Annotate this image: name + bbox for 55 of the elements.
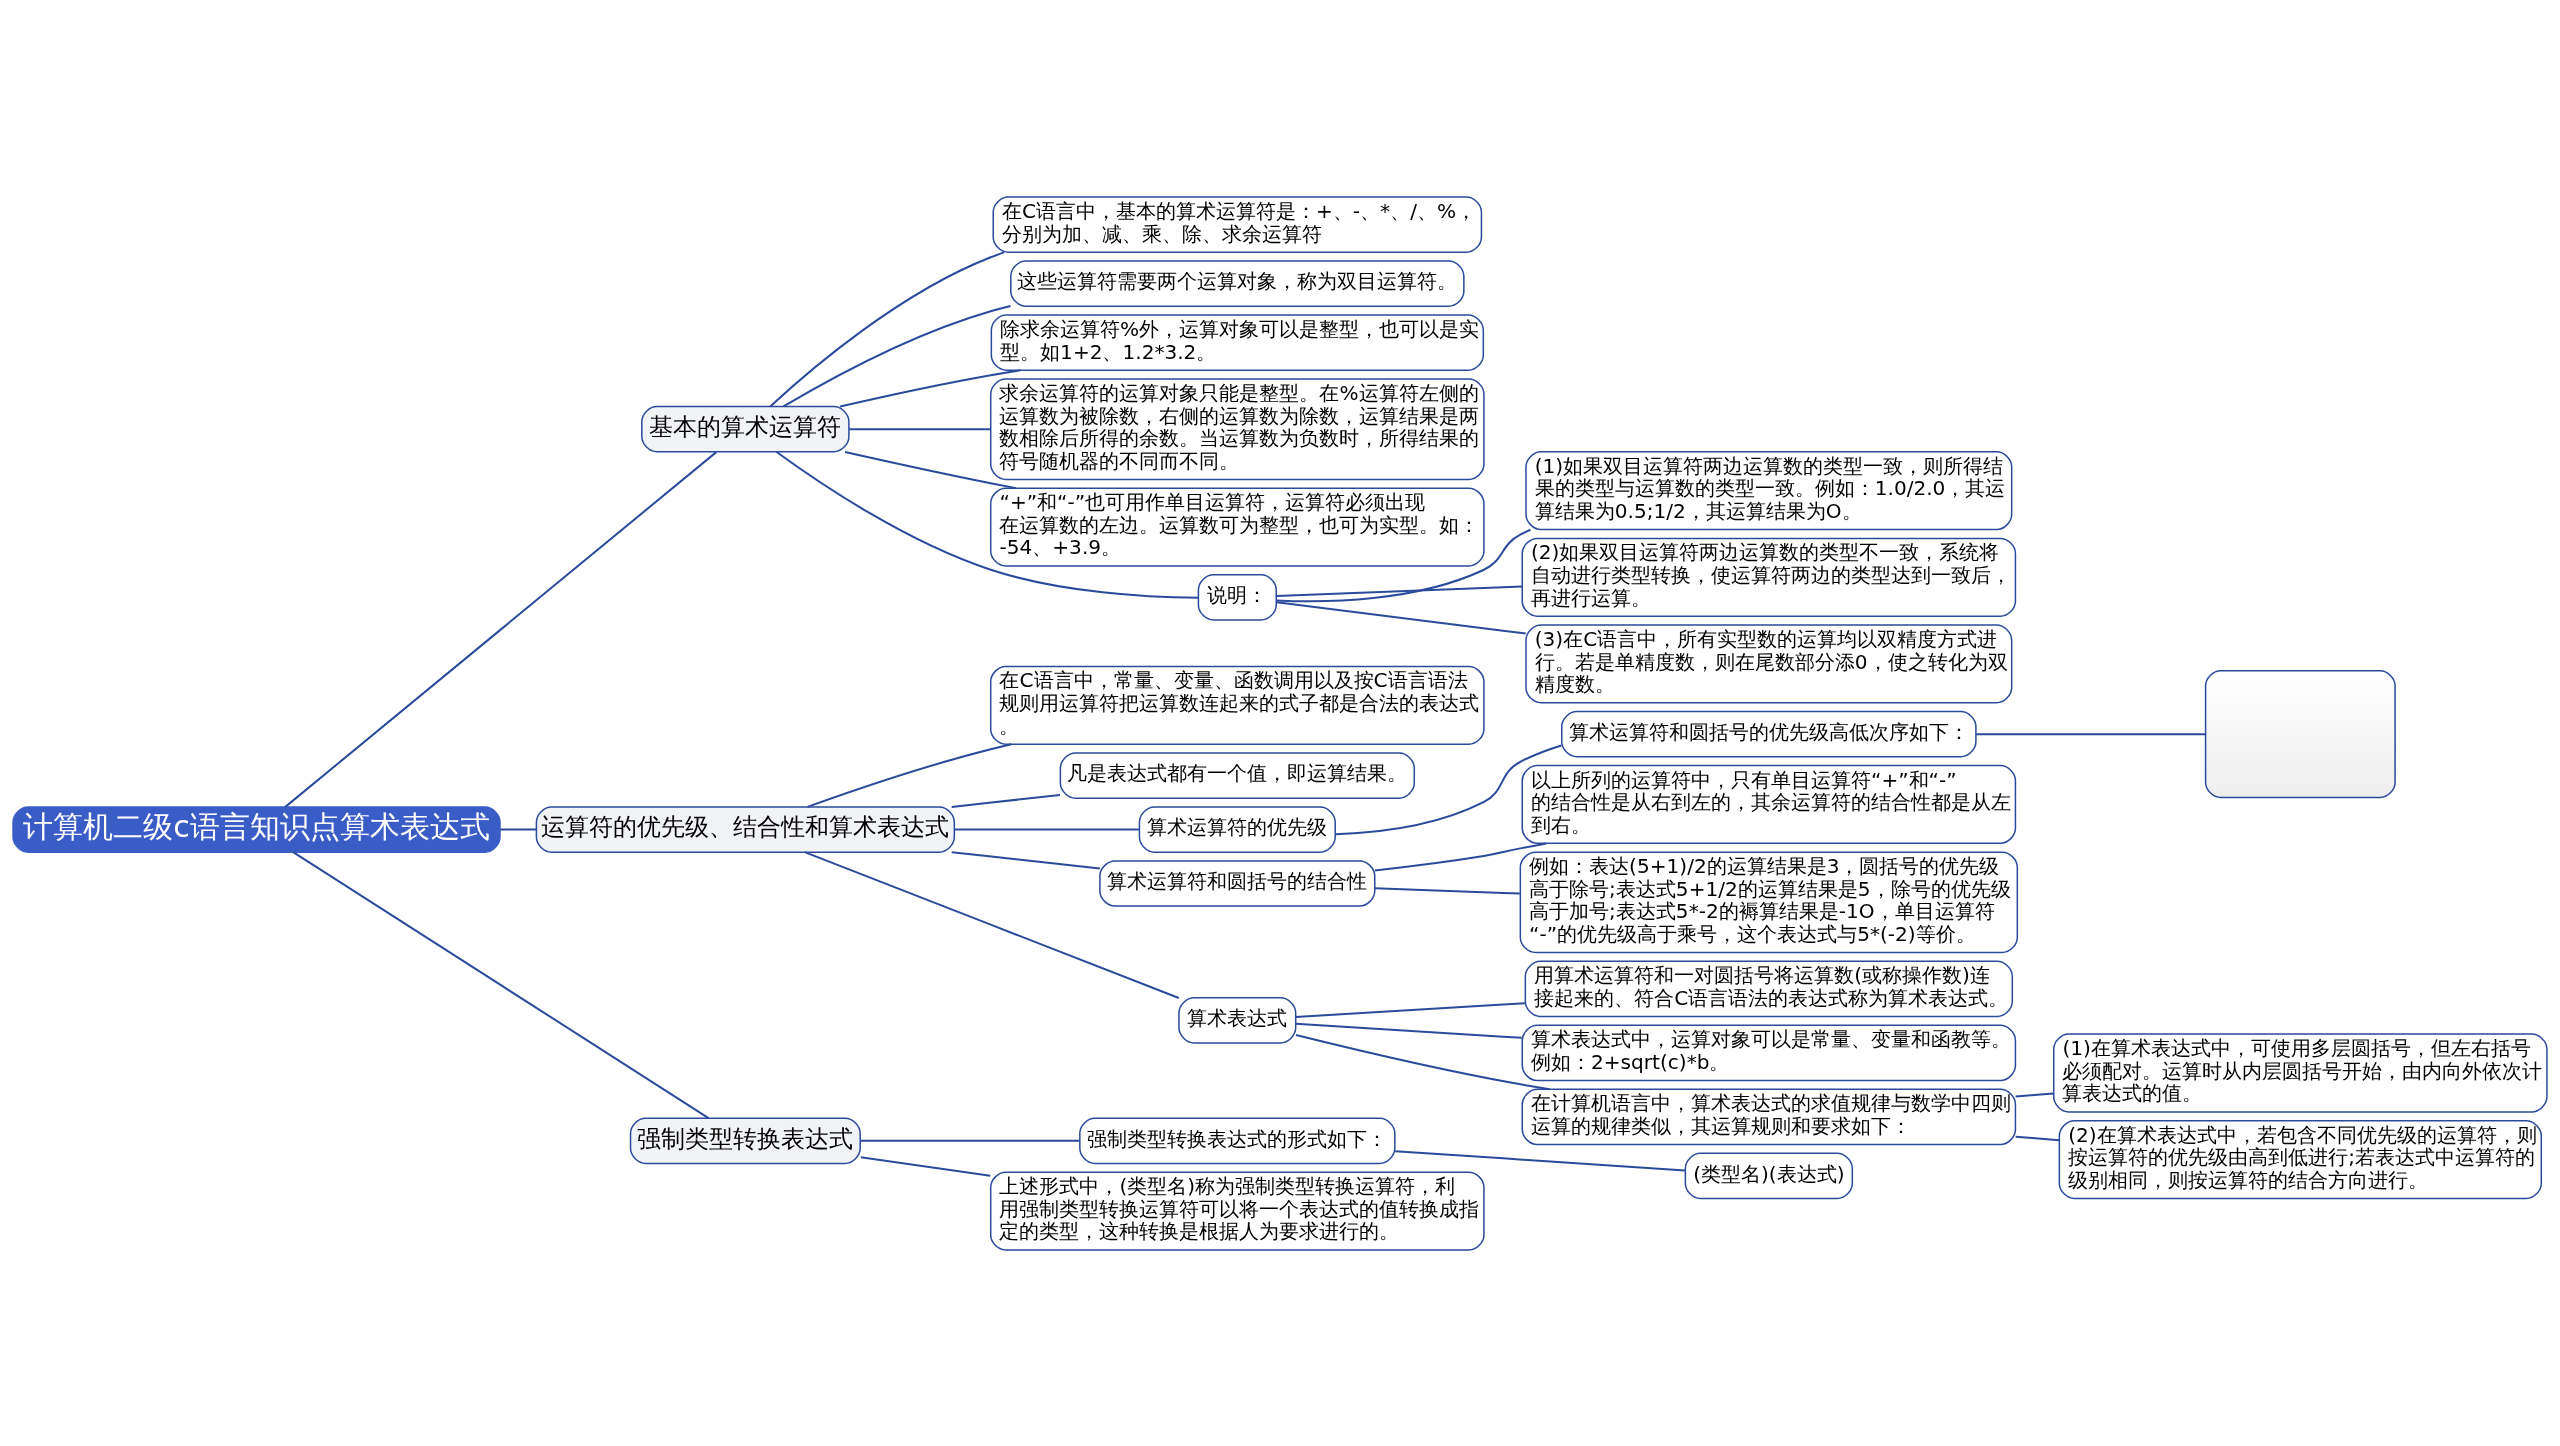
node-box: 算术表达式中，运算对象可以是常量、变量和函教等。例如：2+sqrt(c)*b。: [1521, 1024, 2017, 1081]
node-box: 强制类型转换表达式的形式如下：: [1079, 1116, 1396, 1164]
node-box: (1)如果双目运算符两边运算数的类型一致，则所得结果的类型与运算数的类型一致。例如：1.0/2.0，其运算结果为0.5;1/2，其运算结果为O。: [1525, 450, 2013, 530]
node-box: 用算术运算符和一对圆括号将运算数(或称操作数)连接起来的、符合C语言语法的表达式称为算术表达式。: [1524, 960, 2014, 1017]
connector: [500, 828, 537, 831]
node-box: 基本的算术运算符: [641, 405, 850, 453]
connector: [1374, 886, 1520, 895]
node-box: (3)在C语言中，所有实型数的运算均以双精度方式进行。若是单精度数，则在尾数部分添0，使之转化为双精度数。: [1525, 623, 2013, 704]
node-box: 算术表达式: [1178, 996, 1297, 1044]
connector: [804, 850, 1180, 999]
connector: [776, 450, 1199, 599]
node-box: (2)在算术表达式中，若包含不同优先级的运算符，则按运算符的优先级由高到低进行;若表达式中运算符的级别相同，则按运算符的结合方向进行。: [2058, 1119, 2543, 1199]
connector: [951, 850, 1100, 869]
connector: [954, 828, 1140, 831]
connector: [769, 250, 1005, 407]
connector: [849, 427, 991, 430]
node-box: 凡是表达式都有一个值，即运算结果。: [1059, 751, 1416, 799]
node-picture: [2204, 669, 2396, 798]
connector: [860, 1155, 991, 1177]
node-box: 在C语言中，基本的算术运算符是：+、-、*、/、%，分别为加、减、乘、除、求余运算符: [992, 195, 1483, 253]
connector: [2015, 1135, 2060, 1141]
node-box: 强制类型转换表达式: [629, 1116, 861, 1164]
connector: [1395, 1149, 1686, 1171]
connector: [292, 850, 710, 1119]
node-box: (类型名)(表达式): [1684, 1152, 1854, 1199]
connector: [2015, 1091, 2054, 1098]
node-box: 算术运算符和圆括号的优先级高低次序如下：: [1561, 710, 1977, 757]
node-box: (2)如果双目运算符两边运算数的类型不一致，系统将自动进行类型转换，使运算符两边的类型达到一致后，再进行运算。: [1521, 537, 2017, 617]
node-box: 这些运算符需要两个运算对象，称为双目运算符。: [1010, 259, 1465, 307]
connector: [783, 304, 1011, 407]
node-box: 在计算机语言中，算术表达式的求值规律与数学中四则运算的规律类似，其运算规则和要求如下：: [1521, 1088, 2017, 1145]
node-box: 在C语言中，常量、变量、函数调用以及按C语言语法规则用运算符把运算数连起来的式子都是合法的表达式。: [989, 665, 1485, 745]
node-box: 求余运算符的运算对象只能是整型。在%运算符左侧的运算数为被除数，右侧的运算数为除数，运算结果是两数相除后所得的余数。当运算数为负数时，所得结果的符号随机器的不同而不同。: [989, 377, 1485, 480]
node-box: 例如：表达(5+1)/2的运算结果是3，圆括号的优先级高于除号;表达式5+1/2的运算结果是5，除号的优先级高于加号;表达式5*-2的褥算结果是-1O，单目运算符“-”的优先级高于乘号，这个表达式与5*(-2)等价。: [1519, 850, 2019, 953]
node-box: 算术运算符的优先级: [1138, 805, 1336, 853]
connector: [1276, 585, 1523, 597]
node-box: 除求余运算符%外，运算对象可以是整型，也可以是实型。如1+2、1.2*3.2。: [990, 313, 1485, 371]
node-box: 说明：: [1197, 573, 1277, 621]
node-box: “+”和“-”也可用作单目运算符，运算符必须出现在运算数的左边。运算数可为整型，也可为实型。如：-54、+3.9。: [989, 486, 1485, 567]
node-box: 以上所列的运算符中，只有单目运算符“+”和“-”的结合性是从右到左的，其余运算符的结合性都是从左到右。: [1521, 764, 2017, 844]
connector: [807, 742, 1012, 808]
node-box: 算术运算符和圆括号的结合性: [1099, 859, 1376, 907]
connector: [1295, 1022, 1522, 1039]
connector: [951, 793, 1061, 808]
node-box: (1)在算术表达式中，可使用多层圆括号，但左右括号必须配对。运算时从内层圆括号开始，由内向外依次计算表达式的值。: [2052, 1032, 2548, 1113]
connector: [1335, 744, 1562, 835]
connector: [860, 1139, 1080, 1142]
connector: [1276, 600, 1526, 634]
connector: [284, 450, 717, 808]
node-box: 计算机二级c语言知识点算术表达式: [12, 805, 501, 853]
connector: [1276, 528, 1531, 602]
node-box: 上述形式中，(类型名)称为强制类型转换运算符，利用强制类型转换运算符可以将一个表达式的值转换成指定的类型，这种转换是根据人为要求进行的。: [989, 1170, 1485, 1251]
node-box: 运算符的优先级、结合性和算术表达式: [535, 805, 956, 853]
connector: [1295, 1001, 1525, 1018]
connector: [1976, 732, 2206, 735]
